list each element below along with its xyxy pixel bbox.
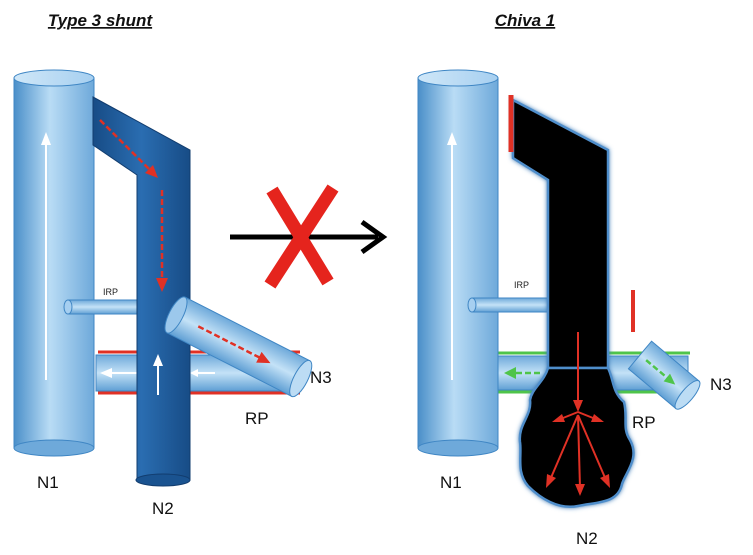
left-arrow-icon bbox=[190, 369, 198, 377]
right-n2-red-arrows bbox=[546, 332, 610, 496]
up-arrow-icon bbox=[153, 354, 163, 366]
left-panel: Type 3 shunt IRP bbox=[13, 11, 332, 518]
down-left-arrow-icon bbox=[546, 474, 556, 488]
down-right-arrow-icon bbox=[600, 474, 610, 488]
up-arrow-icon bbox=[447, 132, 457, 145]
right-panel: Chiva 1 IRP bbox=[417, 11, 732, 548]
left-rp-label: RP bbox=[245, 409, 269, 428]
cross-icon bbox=[264, 184, 339, 289]
right-irp-vein bbox=[467, 297, 553, 313]
left-n3-vein bbox=[164, 296, 313, 398]
right-arrow-icon bbox=[591, 414, 604, 422]
left-arrow-icon bbox=[504, 367, 516, 379]
left-irp-label: IRP bbox=[103, 287, 118, 297]
right-rp-label: RP bbox=[632, 413, 656, 432]
right-n2-label: N2 bbox=[576, 529, 598, 548]
right-n2-vein bbox=[511, 97, 635, 509]
left-arrow-icon bbox=[552, 414, 565, 422]
down-arrow-icon bbox=[573, 400, 583, 412]
left-n1-vein bbox=[13, 69, 95, 457]
left-arrow-icon bbox=[100, 368, 112, 378]
right-arrow-icon bbox=[256, 351, 271, 364]
right-arrow-icon bbox=[663, 373, 676, 385]
right-irp-label: IRP bbox=[514, 280, 529, 290]
up-arrow-icon bbox=[41, 132, 51, 145]
down-arrow-icon bbox=[575, 484, 585, 496]
left-panel-title: Type 3 shunt bbox=[48, 11, 154, 30]
left-n2-vein bbox=[92, 96, 191, 487]
right-n1-label: N1 bbox=[440, 473, 462, 492]
left-n1-label: N1 bbox=[37, 473, 59, 492]
transition bbox=[230, 184, 388, 289]
right-n3-vein bbox=[627, 340, 701, 410]
down-right-arrow-icon bbox=[145, 165, 158, 178]
left-n2-label: N2 bbox=[152, 499, 174, 518]
left-n3-label: N3 bbox=[310, 368, 332, 387]
right-n3-label: N3 bbox=[710, 375, 732, 394]
right-n1-vein bbox=[417, 69, 499, 457]
right-panel-title: Chiva 1 bbox=[495, 11, 555, 30]
down-arrow-icon bbox=[156, 278, 168, 292]
